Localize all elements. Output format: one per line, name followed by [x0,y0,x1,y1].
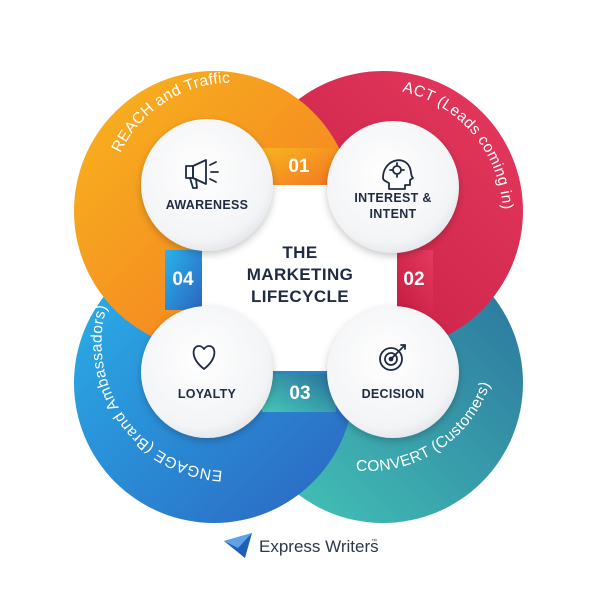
node-label-interest-line1: INTEREST & [354,191,431,205]
brand-logo: Express Writers ™ [224,533,379,558]
stage-number-02: 02 [403,269,424,290]
node-label-interest-line2: INTENT [370,207,417,221]
connector-band-04 [165,250,202,310]
title-line-3: LIFECYCLE [251,287,349,306]
node-label-decision: DECISION [362,387,425,401]
stage-number-04: 04 [172,269,194,290]
stage-number-03: 03 [289,383,310,404]
node-awareness: AWARENESS [141,119,273,251]
megaphone-icon [185,159,219,189]
brand-trademark: ™ [371,538,377,545]
brand-name: Express Writers [259,537,379,556]
title-line-2: MARKETING [247,265,354,284]
heart-icon [192,345,216,370]
connector-band-02 [396,250,433,310]
node-label-loyalty: LOYALTY [178,387,237,401]
target-arrow-icon [379,344,406,371]
stage-number-01: 01 [288,156,310,177]
node-decision: DECISION [327,306,459,438]
connector-band-03 [262,374,336,412]
title-line-1: THE [282,243,317,262]
node-interest-intent: INTEREST & INTENT [327,121,459,253]
connector-band-01 [262,148,336,185]
node-loyalty: LOYALTY [141,306,273,438]
node-label-awareness: AWARENESS [166,198,249,212]
head-gear-icon [382,159,414,190]
